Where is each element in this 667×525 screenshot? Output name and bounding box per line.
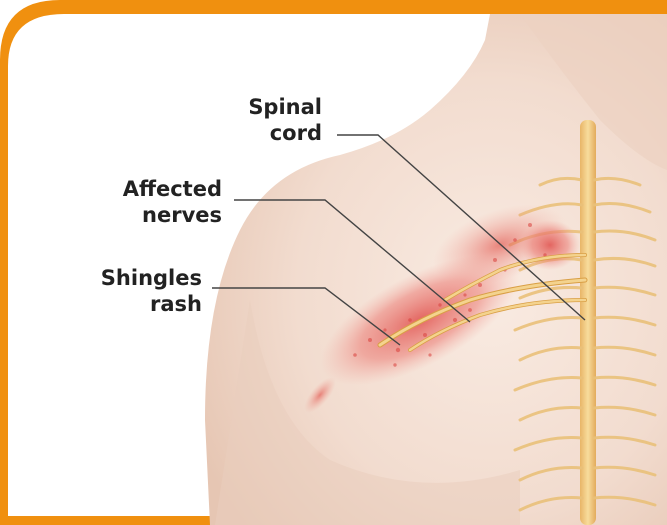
affected-nerves-label-line2: nerves [90, 202, 222, 228]
affected-nerves-label-line1: Affected [90, 176, 222, 202]
spinal-cord-label-line2: cord [220, 120, 322, 146]
shingles-rash-label-line1: Shingles [80, 265, 202, 291]
shingles-rash-label: Shingles rash [80, 265, 202, 317]
shingles-rash-label-line2: rash [80, 291, 202, 317]
affected-nerves-label: Affected nerves [90, 176, 222, 228]
spinal-cord-label-line1: Spinal [220, 94, 322, 120]
spinal-cord-label: Spinal cord [220, 94, 322, 146]
